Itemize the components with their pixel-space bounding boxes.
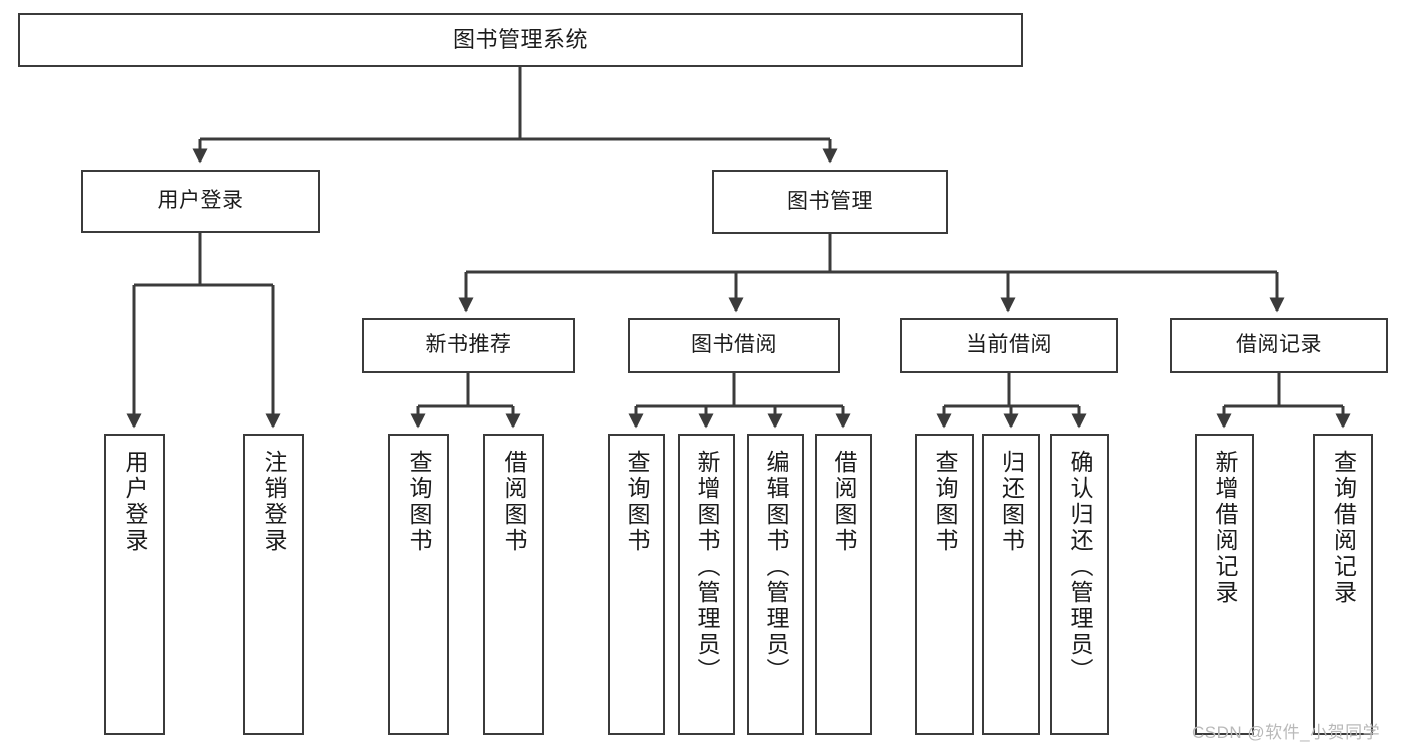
node-borrow-record-label: 借阅记录 bbox=[1236, 333, 1322, 357]
leaf-user-login[interactable]: 用户登录 bbox=[104, 434, 165, 735]
leaf-user-logout-label: 注销登录 bbox=[261, 450, 287, 554]
node-book-borrow[interactable]: 图书借阅 bbox=[628, 318, 840, 373]
leaf-borrow-book-recommend[interactable]: 借阅图书 bbox=[483, 434, 544, 735]
node-book-management[interactable]: 图书管理 bbox=[712, 170, 948, 234]
leaf-return-book[interactable]: 归还图书 bbox=[982, 434, 1040, 735]
node-book-management-label: 图书管理 bbox=[787, 189, 873, 213]
watermark: CSDN @软件_小贺同学 bbox=[1192, 723, 1381, 742]
node-borrow-record[interactable]: 借阅记录 bbox=[1170, 318, 1388, 373]
leaf-query-book-recommend-label: 查询图书 bbox=[406, 450, 432, 554]
node-user-login[interactable]: 用户登录 bbox=[81, 170, 320, 233]
leaf-borrow-book-recommend-label: 借阅图书 bbox=[501, 450, 527, 554]
leaf-query-book-borrow-label: 查询图书 bbox=[624, 450, 650, 554]
leaf-confirm-return-admin-label: 确认归还（管理员） bbox=[1067, 450, 1093, 684]
leaf-query-book-recommend[interactable]: 查询图书 bbox=[388, 434, 449, 735]
leaf-user-login-label: 用户登录 bbox=[122, 450, 148, 554]
leaf-add-borrow-record[interactable]: 新增借阅记录 bbox=[1195, 434, 1254, 735]
leaf-query-borrow-record-label: 查询借阅记录 bbox=[1330, 450, 1357, 606]
leaf-query-book-borrow[interactable]: 查询图书 bbox=[608, 434, 665, 735]
leaf-query-borrow-record[interactable]: 查询借阅记录 bbox=[1313, 434, 1373, 735]
node-current-borrow[interactable]: 当前借阅 bbox=[900, 318, 1118, 373]
leaf-borrow-book-label: 借阅图书 bbox=[831, 450, 857, 554]
node-current-borrow-label: 当前借阅 bbox=[966, 333, 1052, 357]
node-user-login-label: 用户登录 bbox=[157, 189, 244, 213]
leaf-edit-book-admin-label: 编辑图书（管理员） bbox=[763, 450, 789, 684]
node-root-label: 图书管理系统 bbox=[452, 27, 588, 53]
leaf-query-book-current-label: 查询图书 bbox=[932, 450, 958, 554]
leaf-query-book-current[interactable]: 查询图书 bbox=[915, 434, 974, 735]
leaf-return-book-label: 归还图书 bbox=[998, 450, 1025, 554]
node-root[interactable]: 图书管理系统 bbox=[18, 13, 1023, 67]
leaf-add-book-admin-label: 新增图书（管理员） bbox=[694, 450, 720, 684]
leaf-user-logout[interactable]: 注销登录 bbox=[243, 434, 304, 735]
leaf-confirm-return-admin[interactable]: 确认归还（管理员） bbox=[1050, 434, 1109, 735]
leaf-add-book-admin[interactable]: 新增图书（管理员） bbox=[678, 434, 735, 735]
leaf-edit-book-admin[interactable]: 编辑图书（管理员） bbox=[747, 434, 804, 735]
node-new-book-recommend[interactable]: 新书推荐 bbox=[362, 318, 575, 373]
leaf-borrow-book[interactable]: 借阅图书 bbox=[815, 434, 872, 735]
node-new-book-recommend-label: 新书推荐 bbox=[425, 333, 512, 357]
leaf-add-borrow-record-label: 新增借阅记录 bbox=[1212, 450, 1238, 606]
node-book-borrow-label: 图书借阅 bbox=[691, 333, 777, 357]
